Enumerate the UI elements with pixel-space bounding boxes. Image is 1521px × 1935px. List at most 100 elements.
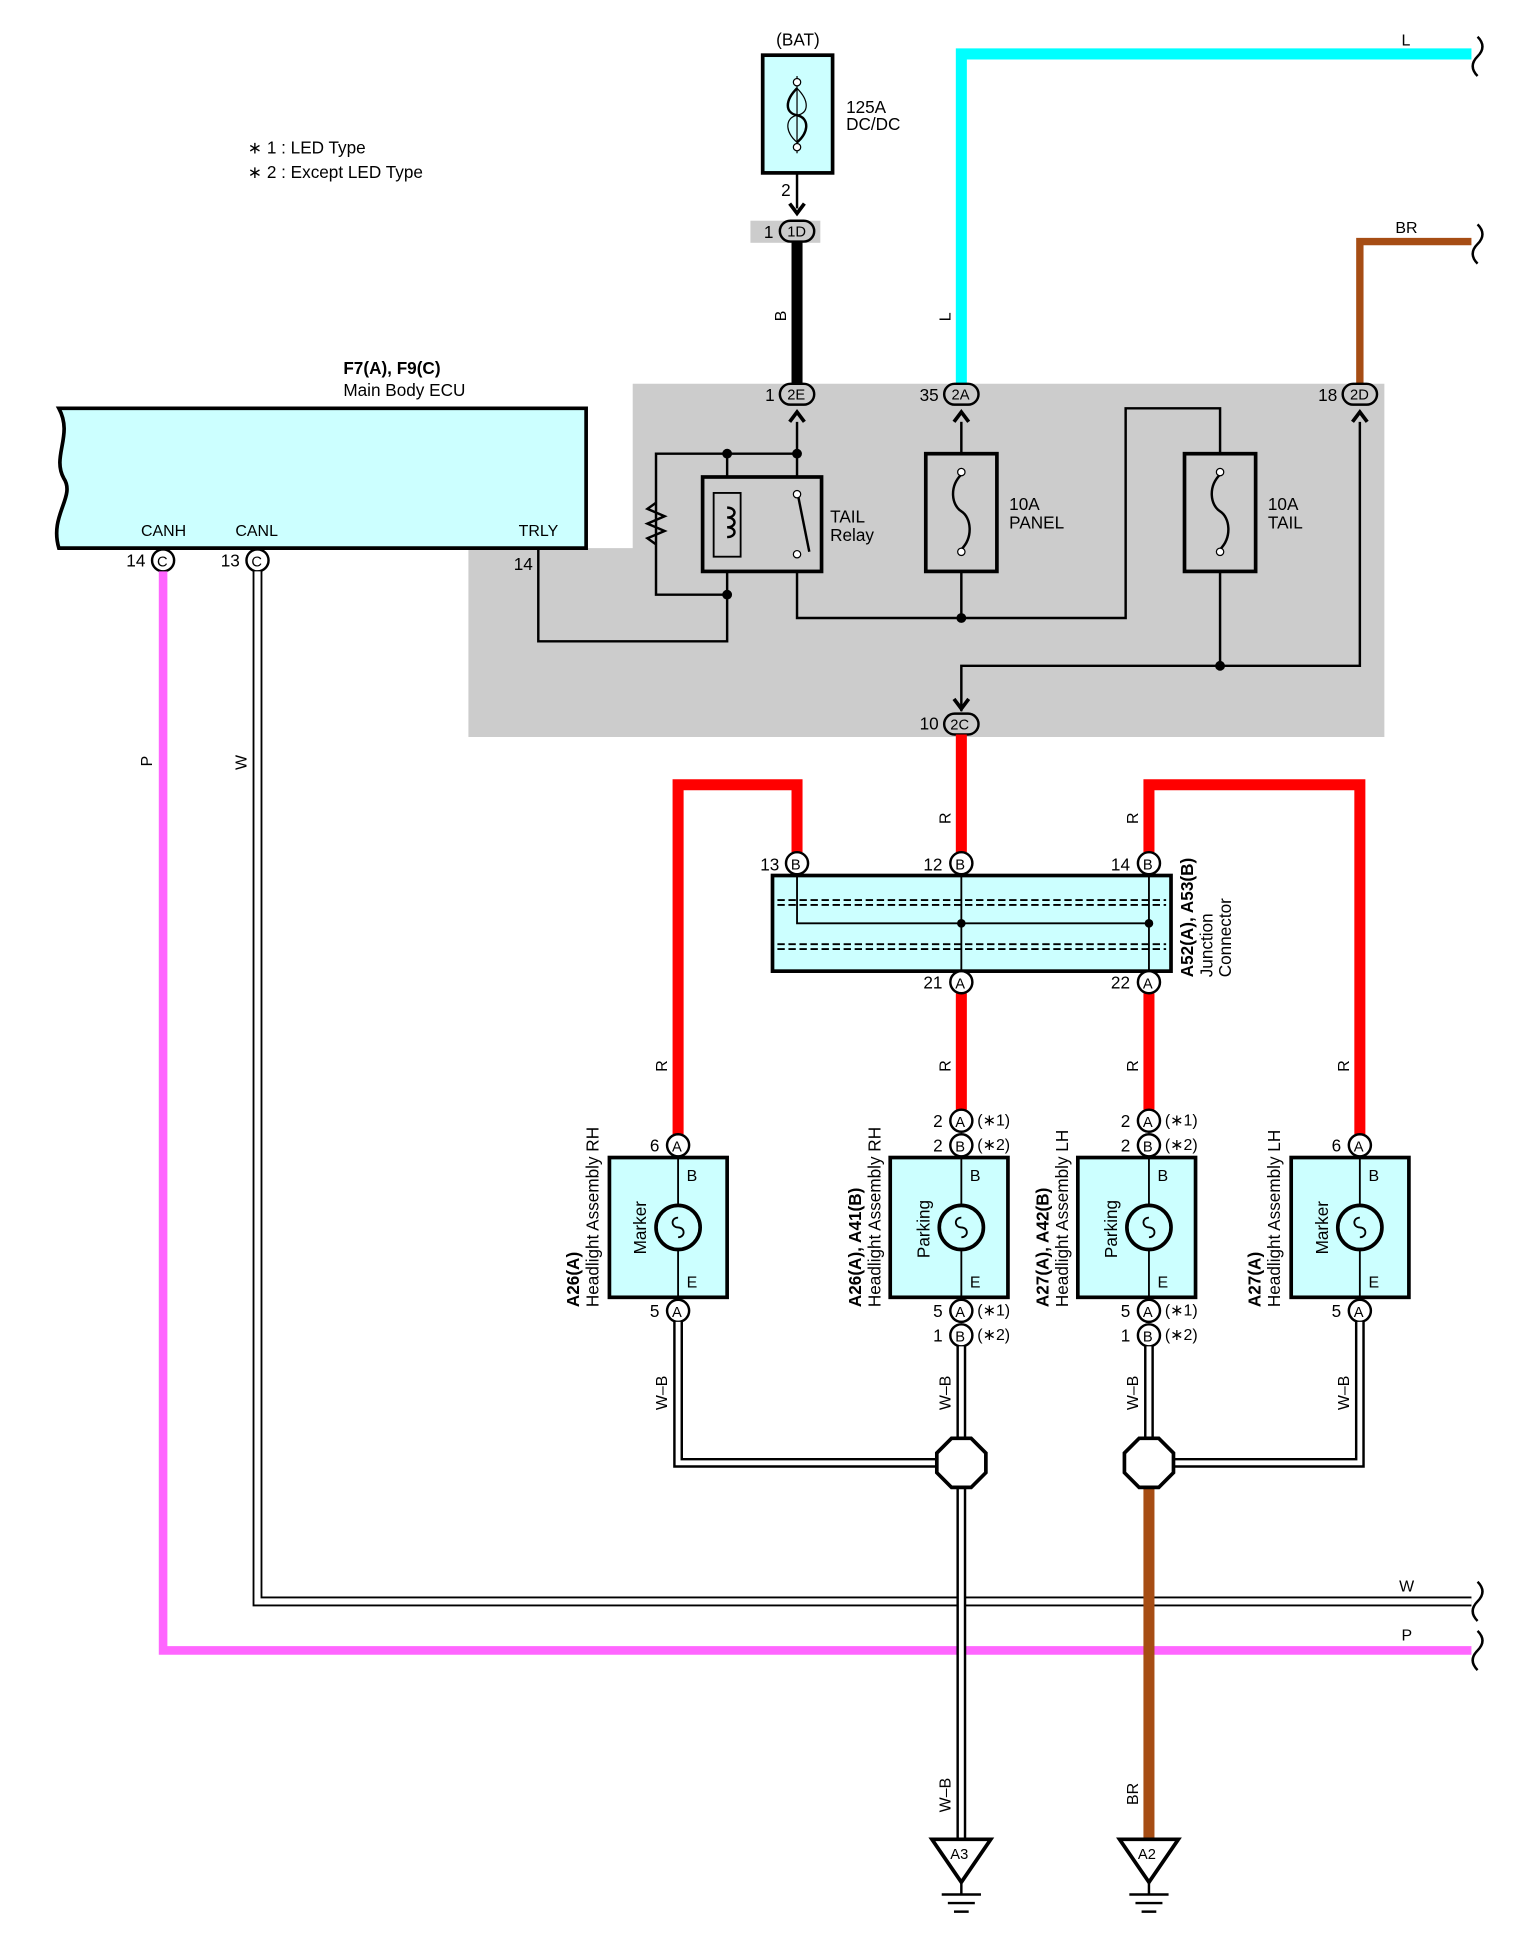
ecu-pin-canl-num: 13 [221,551,240,571]
hl1-top-pin-1-code: A [955,1115,965,1131]
hl2-top-pin-2-code: B [1143,1139,1153,1155]
wire-label-w-right: W [1399,1579,1414,1596]
jc-pin-13: 13 [760,855,779,875]
jc-pin-13-code: B [791,857,801,873]
hl0-top-pin-code: A [672,1139,682,1155]
wire-label-r-6: R [1336,1060,1353,1072]
hl1-bot-pin-2-num: 1 [933,1325,943,1345]
splice-point-2 [1122,1436,1176,1490]
headlight-lh-parking [1075,1155,1198,1300]
hl2-terminal-b: B [1158,1168,1169,1185]
connector-2e [778,382,816,406]
hl2-title: A27(A), A42(B) [1032,1188,1052,1307]
wire-label-wb-3: W–B [1125,1376,1142,1411]
hl1-top-pin-1-num: 2 [933,1111,943,1131]
jc-pin-21: 21 [923,972,942,992]
wire-label-p-right: P [1402,1628,1413,1645]
hl2-top-pin-2-note: (∗2) [1165,1137,1198,1154]
wire-label-br-top: BR [1395,220,1417,237]
hl1-bot-pin-2-note: (∗2) [977,1327,1010,1344]
hl0-bot-pin-code: A [672,1305,682,1321]
ecu-pin-trly-label: TRLY [519,523,559,540]
hl1-top-pin-1-note: (∗1) [977,1113,1010,1130]
jc-pin-14-code: B [1143,857,1153,873]
fuse-panel-rating: 10A [1009,494,1040,514]
jc-connector-12 [949,850,974,876]
fuse-tail-rating: 10A [1268,494,1299,514]
ecu-name: Main Body ECU [343,380,465,400]
wire-break-p [1471,1629,1484,1671]
hl2-bot-pin-1-num: 5 [1121,1301,1131,1321]
jc-line2: Junction [1197,913,1217,977]
hl3-top-connector [1347,1133,1373,1158]
relay-circuit [537,407,1362,712]
ecu-pin-canh-num: 14 [126,551,146,571]
wire-wb-network [673,1321,1365,1840]
hl2-bot-pin-2-num: 1 [1121,1325,1131,1345]
ground-a2-label: A2 [1138,1847,1156,1863]
hl2-bot-pin-1-note: (∗1) [1165,1303,1198,1320]
headlight-rh-marker [607,1155,729,1300]
connector-1d-pin: 1 [764,222,774,242]
ecu-pin-canh-label: CANH [141,523,186,540]
note-led-type: ∗ 1 : LED Type [248,137,366,157]
fuse-125a-name: DC/DC [846,114,900,134]
hl0-subtitle: Headlight Assembly RH [582,1127,602,1307]
wire-break-w [1471,1580,1484,1622]
jc-connector-21 [949,969,974,995]
hl2-bot-pin-2-code: B [1143,1329,1153,1345]
wire-label-wb-5: W–B [937,1778,954,1813]
hl2-lamp: Parking [1101,1200,1121,1258]
hl2-top-pin-1-code: A [1143,1115,1153,1131]
wire-label-wb-2: W–B [937,1376,954,1411]
wire-label-r-5: R [1125,1060,1142,1072]
wire-label-br-bottom: BR [1125,1783,1142,1805]
hl3-bot-pin-num: 5 [1332,1301,1342,1321]
hl1-top-pin-2-code: B [955,1139,965,1155]
hl1-terminal-b: B [970,1168,981,1185]
hl3-top-pin-num: 6 [1332,1135,1342,1155]
jb-conn-2c-code: 2C [950,718,969,734]
jc-pin-12-code: B [955,857,965,873]
hl2-terminal-e: E [1158,1275,1169,1292]
wire-label-l-top: L [1402,32,1411,49]
jc-title: A52(A), A53(B) [1177,858,1197,977]
connector-1d-code: 1D [787,225,806,241]
hl3-bot-pin-code: A [1354,1305,1364,1321]
note-except-led-type: ∗ 2 : Except LED Type [248,162,423,182]
hl1-title: A26(A), A41(B) [845,1188,865,1307]
splice-point-1 [934,1436,988,1490]
jc-connector-13 [784,850,810,876]
jb-conn-2d-code: 2D [1350,388,1369,404]
wire-r-left [672,779,803,1135]
hl3-title: A27(A) [1245,1252,1265,1307]
hl3-subtitle: Headlight Assembly LH [1264,1130,1284,1307]
hl3-top-pin-code: A [1354,1139,1364,1155]
wire-label-wb-4: W–B [1336,1376,1353,1411]
tail-relay-label-2: Relay [830,525,874,545]
hl0-top-pin-num: 6 [650,1135,660,1155]
jb-conn-2a-code: 2A [952,388,970,404]
wire-l [955,48,1472,384]
ground-a3-label: A3 [950,1847,968,1863]
wire-br-top [1356,237,1472,384]
ecu-pin-canl-code: C [251,555,262,571]
hl2-bot-pin-1-code: A [1143,1305,1153,1321]
jc-pin-14: 14 [1111,855,1131,875]
hl0-terminal-e: E [687,1275,698,1292]
hl1-lamp: Parking [913,1200,933,1258]
hl3-lamp: Marker [1312,1201,1332,1255]
jb-conn-2e-code: 2E [787,388,805,404]
hl1-top-connector-2 [949,1133,974,1158]
hl2-subtitle: Headlight Assembly LH [1052,1130,1072,1307]
hl1-bot-connector-1 [949,1298,974,1324]
hl2-bot-pin-2-note: (∗2) [1165,1327,1198,1344]
jb-conn-2e-num: 1 [765,385,775,405]
jc-pin-12: 12 [923,855,942,875]
hl2-top-connector-1 [1136,1108,1162,1134]
jb-conn-2d-num: 18 [1318,385,1337,405]
fuse-panel-name: PANEL [1009,512,1064,532]
fuse-tail-name: TAIL [1268,512,1303,532]
ecu-pin-trly-num: 14 [514,554,534,574]
